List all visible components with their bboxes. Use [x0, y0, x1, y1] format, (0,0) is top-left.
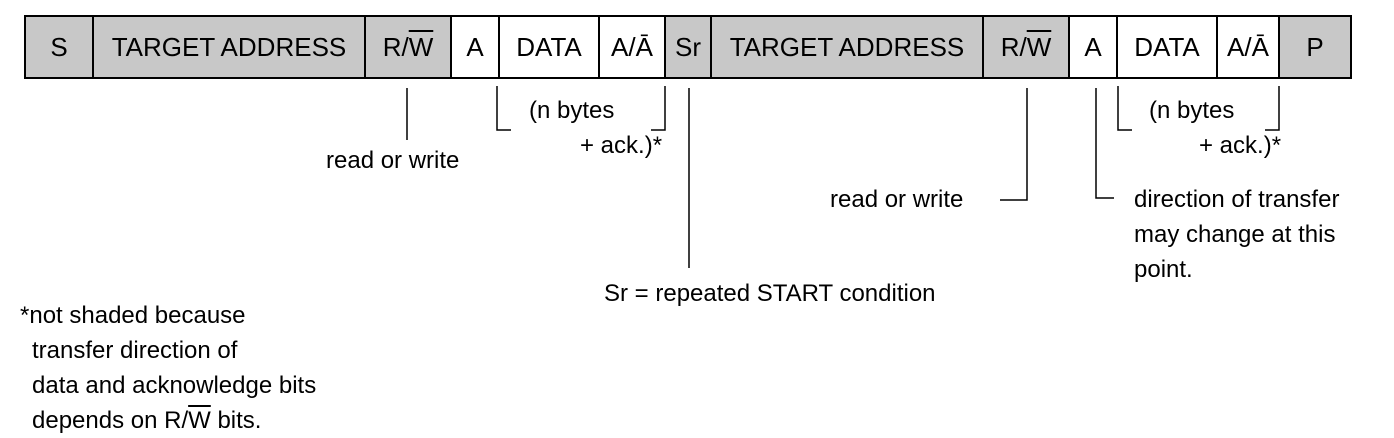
sr-definition-label: Sr = repeated START condition: [604, 280, 936, 307]
n-bytes-label-1-line2: + ack.)*: [580, 132, 663, 159]
cell-s-label: S: [50, 31, 68, 62]
footnote-line-4-prefix: depends on R/: [32, 407, 189, 434]
cell-data-1: DATA: [500, 17, 600, 77]
footnote-line-3: data and acknowledge bits: [32, 372, 317, 399]
cell-data-2: DATA: [1118, 17, 1218, 77]
direction-pointer-line: [1095, 88, 1114, 199]
cell-data-2-label: DATA: [1134, 31, 1200, 62]
direction-label-line1: direction of transfer: [1134, 186, 1340, 213]
cell-target-address-2-label: TARGET ADDRESS: [729, 31, 965, 62]
footnote: *not shaded because transfer direction o…: [20, 298, 316, 438]
n-bytes-label-2-line2: + ack.)*: [1199, 132, 1282, 159]
cell-rw-1-label: R/W: [382, 31, 434, 62]
cell-rw-1: R/W: [366, 17, 452, 77]
cell-s: S: [26, 17, 94, 77]
cell-ack-1-label: A: [466, 31, 484, 62]
footnote-line-4-overline: W: [188, 407, 211, 434]
cell-data-1-label: DATA: [516, 31, 582, 62]
cell-rw-2: R/W: [984, 17, 1070, 77]
cell-p-label: P: [1306, 31, 1324, 62]
n-bytes-1-bracket-right: [651, 86, 666, 131]
cell-rw-2-label: R/W: [1000, 31, 1052, 62]
n-bytes-label-1-line1: (n bytes: [529, 97, 615, 124]
n-bytes-2-bracket-left: [1117, 86, 1132, 131]
cell-sr-label: Sr: [675, 31, 701, 62]
rw-2-overline-w: W: [1026, 31, 1052, 62]
direction-label-line2: may change at this: [1134, 221, 1336, 248]
n-bytes-2-bracket-right: [1265, 86, 1280, 131]
n-bytes-1-bracket-left: [496, 86, 511, 131]
cell-ack-nack-1-label: A/Ā: [611, 31, 653, 62]
cell-ack-nack-2: A/Ā: [1218, 17, 1280, 77]
cell-sr: Sr: [666, 17, 712, 77]
direction-label-line3: point.: [1134, 256, 1193, 283]
cell-ack-nack-1: A/Ā: [600, 17, 666, 77]
i2c-frame: S TARGET ADDRESS R/W A DATA A/Ā Sr TARGE…: [24, 15, 1352, 79]
cell-target-address-2: TARGET ADDRESS: [712, 17, 984, 77]
read-or-write-label-2: read or write: [830, 186, 964, 213]
cell-ack-1: A: [452, 17, 500, 77]
footnote-line-2: transfer direction of: [32, 337, 238, 364]
cell-target-address-1-label: TARGET ADDRESS: [111, 31, 347, 62]
footnote-line-4: depends on R/W bits.: [20, 403, 316, 438]
cell-ack-nack-2-label: A/Ā: [1227, 31, 1269, 62]
cell-target-address-1: TARGET ADDRESS: [94, 17, 366, 77]
footnote-line-4-suffix: bits.: [210, 407, 262, 434]
rw-2-pointer-line: [1000, 88, 1028, 201]
read-or-write-label-1: read or write: [326, 147, 460, 174]
cell-ack-2-label: A: [1084, 31, 1102, 62]
cell-ack-2: A: [1070, 17, 1118, 77]
rw-1-overline-w: W: [408, 31, 434, 62]
footnote-line-1: *not shaded because: [20, 302, 246, 329]
cell-p: P: [1280, 17, 1352, 77]
n-bytes-label-2-line1: (n bytes: [1149, 97, 1235, 124]
